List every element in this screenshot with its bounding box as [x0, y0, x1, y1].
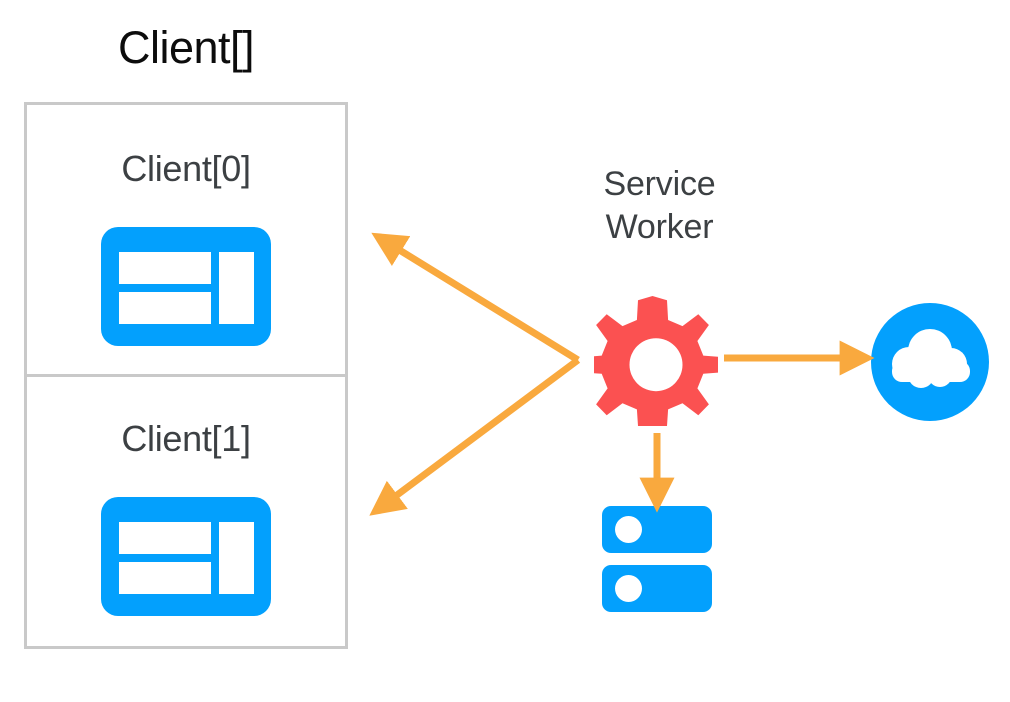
- server-indicator-dot: [615, 516, 642, 543]
- browser-pane-left-top: [119, 522, 211, 554]
- server-bar-top: [602, 506, 712, 553]
- client-slot-0-label: Client[0]: [121, 148, 251, 189]
- browser-pane-left-top: [119, 252, 211, 284]
- service-worker-label-line-2: Worker: [605, 207, 714, 246]
- gear-icon: [583, 296, 722, 426]
- service-worker-label-line-1: Service: [603, 165, 716, 203]
- browser-pane-right: [219, 522, 254, 594]
- client-slot-1: Client[1]: [27, 377, 345, 646]
- server-indicator-dot: [615, 575, 642, 602]
- client-slot-1-label: Client[1]: [121, 418, 251, 459]
- arrow-sw-to-client0: [371, 232, 580, 363]
- service-worker-label: Service Worker: [553, 163, 766, 248]
- server-bar-bottom: [602, 565, 712, 612]
- browser-pane-left-bottom: [119, 562, 211, 594]
- server-storage-icon: [602, 506, 712, 612]
- browser-window-icon: [101, 497, 271, 616]
- browser-window-icon: [101, 227, 271, 346]
- arrow-sw-to-client1: [369, 357, 581, 516]
- page-title: Client[]: [117, 22, 255, 73]
- client-array-container: Client[0] Client[1]: [24, 102, 348, 649]
- browser-pane-right: [219, 252, 254, 324]
- browser-pane-left-bottom: [119, 292, 211, 324]
- client-slot-0: Client[0]: [27, 105, 345, 377]
- cloud-icon: [871, 303, 989, 421]
